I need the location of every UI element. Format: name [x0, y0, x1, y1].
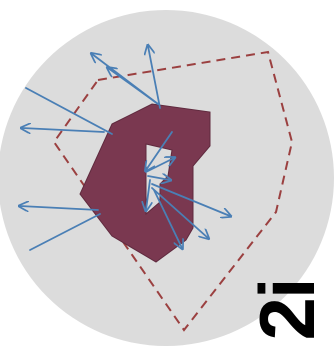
panel-label: 2i	[251, 267, 323, 353]
